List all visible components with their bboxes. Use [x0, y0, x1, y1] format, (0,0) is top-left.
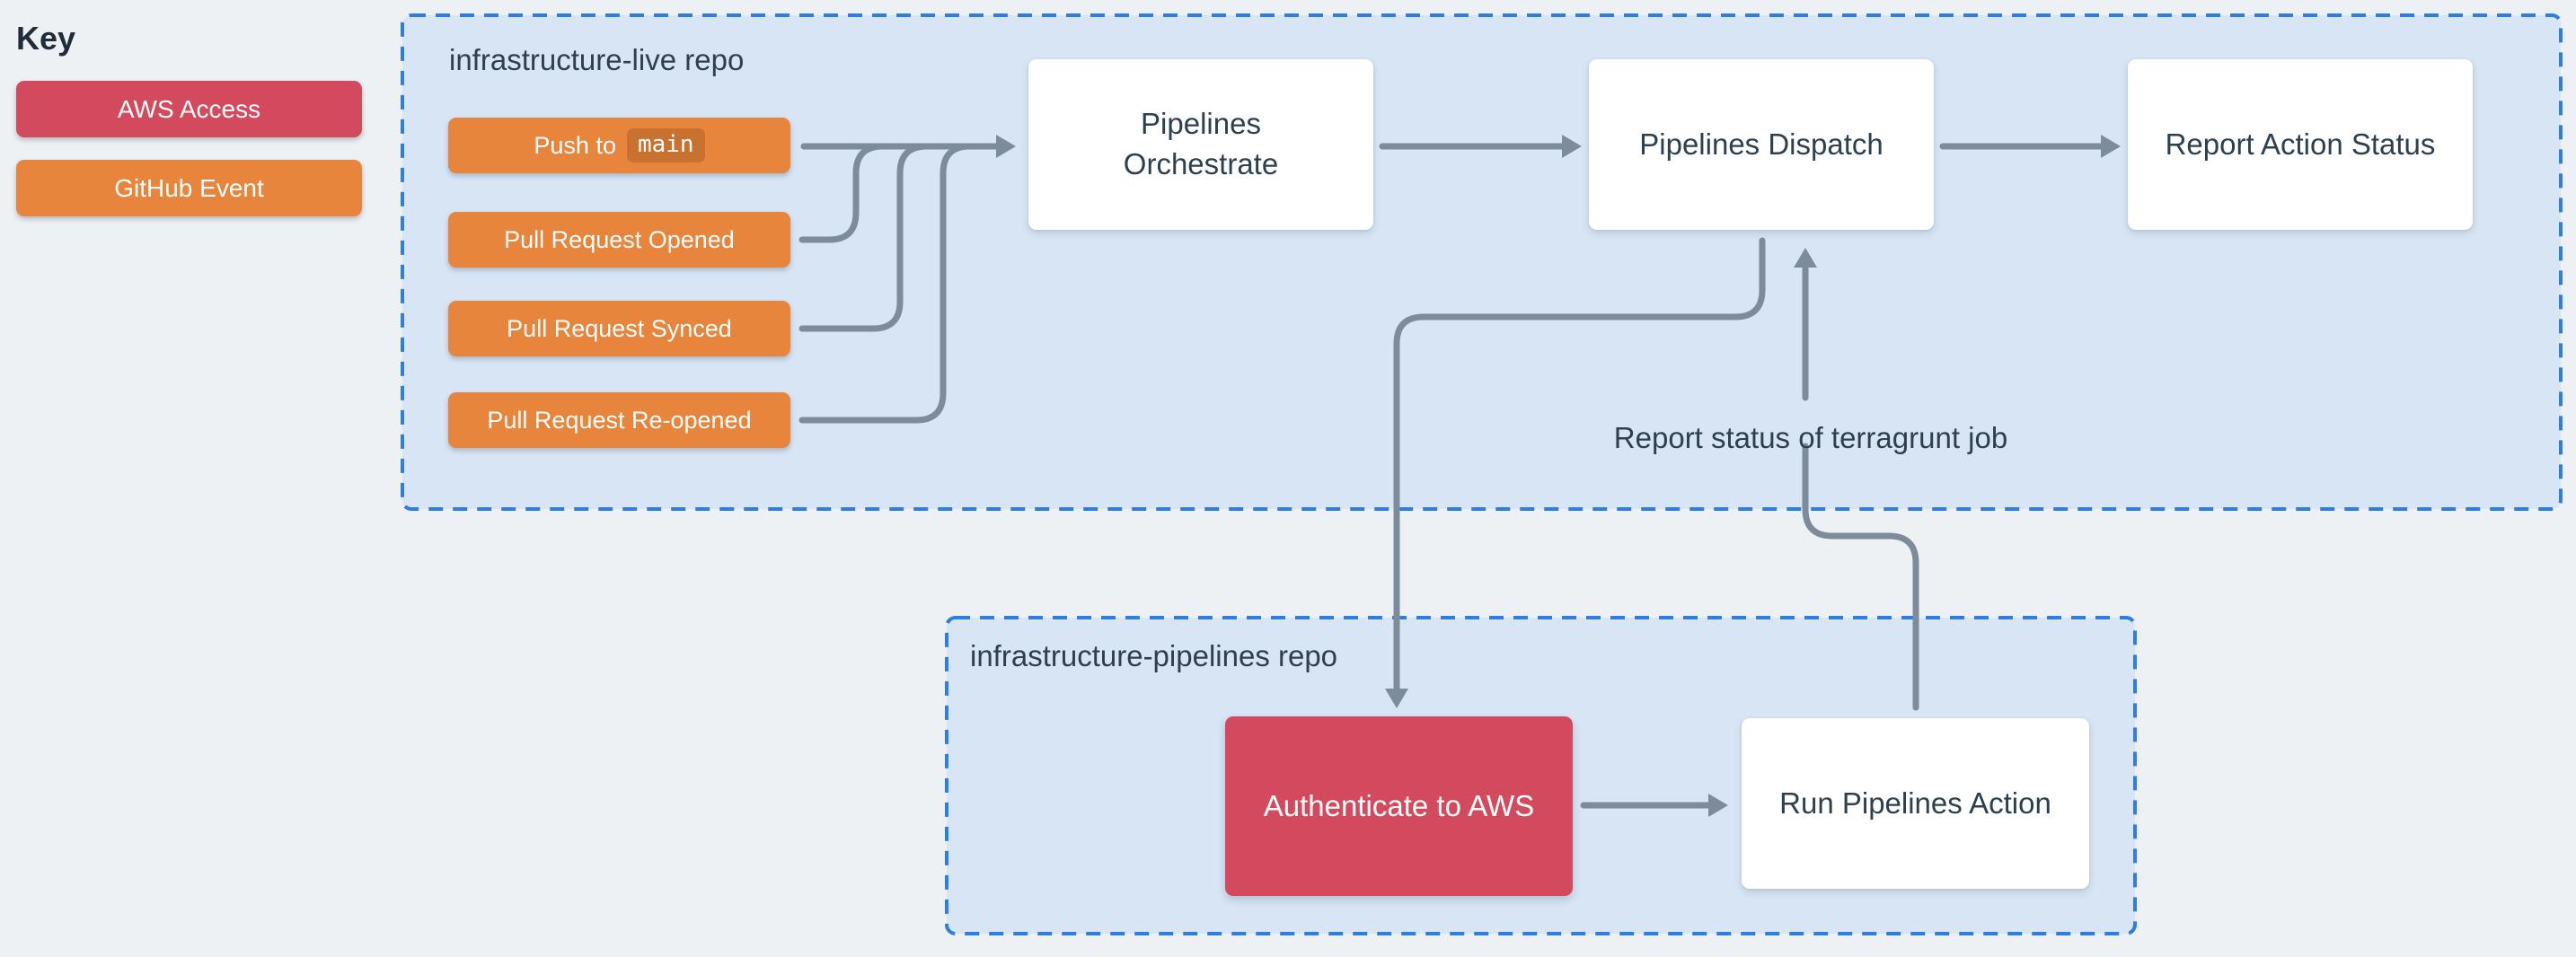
node-pipelines-dispatch-label: Pipelines Dispatch: [1639, 127, 1883, 161]
node-pipelines-orchestrate: Pipelines Orchestrate: [1028, 59, 1373, 230]
event-push-to-main-prefix: Push to: [534, 131, 616, 159]
edge-pr-opened-merge: [798, 143, 887, 243]
event-pull-request-reopened: Pull Request Re-opened: [448, 392, 790, 448]
node-run-pipelines-action-label: Run Pipelines Action: [1779, 786, 2051, 820]
pipelines-repo-label: infrastructure-pipelines repo: [970, 639, 1338, 672]
edge-dispatch-to-authenticate: [1385, 237, 1766, 708]
node-report-action-status-label: Report Action Status: [2165, 127, 2436, 161]
legend-github-event: GitHub Event: [16, 160, 362, 216]
event-pull-request-synced-label: Pull Request Synced: [507, 314, 732, 342]
node-authenticate-to-aws: Authenticate to AWS: [1225, 716, 1573, 896]
edge-pr-reopened-merge: [798, 143, 974, 424]
event-pull-request-opened: Pull Request Opened: [448, 212, 790, 268]
legend-github-event-label: GitHub Event: [114, 173, 264, 202]
live-repo-label: infrastructure-live repo: [449, 43, 745, 76]
event-push-to-main: Push to main: [448, 118, 790, 173]
main-branch-chip: main: [626, 128, 705, 162]
node-authenticate-to-aws-label: Authenticate to AWS: [1263, 788, 1535, 822]
edge-run-to-dispatch-lower: [1802, 443, 1919, 711]
edge-pr-synced-merge: [798, 143, 931, 332]
node-run-pipelines-action: Run Pipelines Action: [1742, 718, 2089, 889]
event-pull-request-reopened-label: Pull Request Re-opened: [487, 406, 752, 434]
event-pull-request-opened-label: Pull Request Opened: [504, 225, 735, 253]
node-pipelines-dispatch: Pipelines Dispatch: [1589, 59, 1934, 230]
legend-aws-access-label: AWS Access: [117, 94, 261, 123]
node-pipelines-orchestrate-label: Pipelines Orchestrate: [1123, 107, 1279, 180]
event-pull-request-synced: Pull Request Synced: [448, 301, 790, 356]
report-status-annotation: Report status of terragrunt job: [1613, 421, 2008, 454]
node-report-action-status: Report Action Status: [2128, 59, 2473, 230]
legend-aws-access: AWS Access: [16, 81, 362, 137]
key-title: Key: [16, 20, 76, 57]
